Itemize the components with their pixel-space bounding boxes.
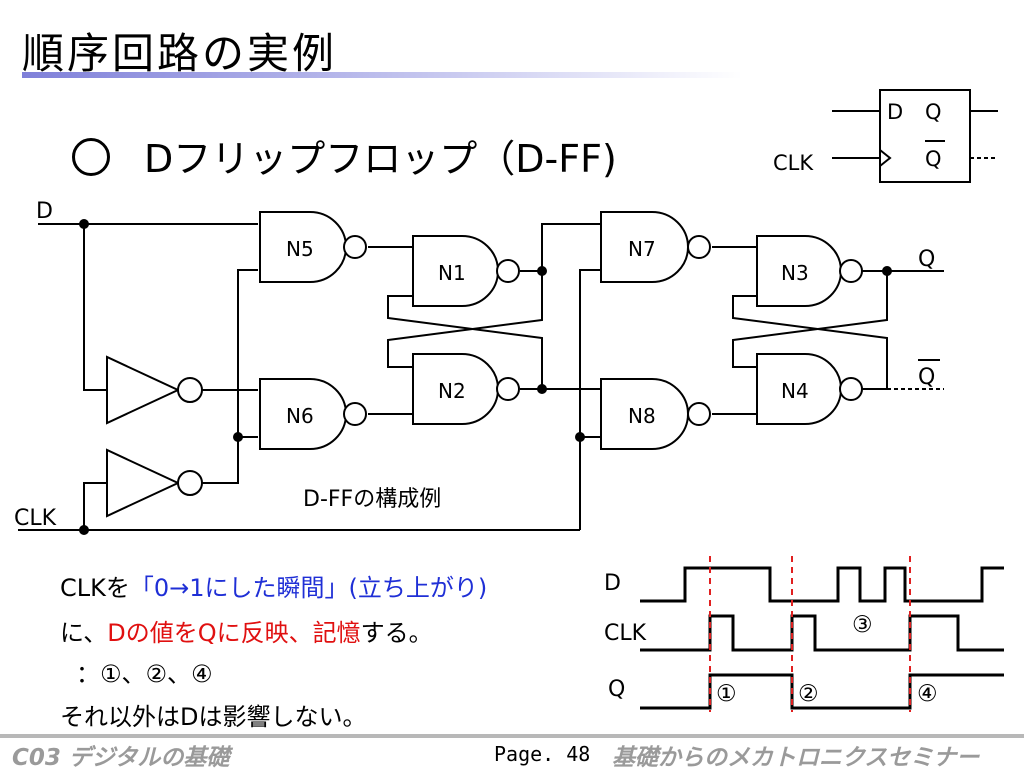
explanation-line-2-c: する。: [360, 619, 433, 647]
footer-course: C03 デジタルの基礎: [12, 745, 230, 771]
circuit-output-qbar: Q: [918, 365, 935, 390]
explanation-line-1-b: 「0→1にした瞬間」(立ち上がり): [129, 574, 488, 602]
timing-marker-3: ③: [852, 612, 873, 638]
gate-label-n1: N1: [438, 261, 466, 285]
timing-wave-d: [640, 566, 1004, 603]
symbol-d-label: D: [887, 100, 903, 124]
inverter-d: [106, 355, 203, 425]
circuit-caption: D-FFの構成例: [303, 487, 441, 512]
title-underline: [22, 72, 742, 78]
footer-divider: [0, 734, 1024, 738]
explanation-line-3: ：①、②、④: [76, 660, 213, 688]
circuit-input-d: D: [36, 199, 53, 224]
nand-gate-n1: [412, 235, 520, 307]
nand-gate-n3: [756, 235, 863, 307]
symbol-clk-label: CLK: [773, 151, 814, 175]
explanation-line-2: に、Dの値をQに反映、記憶する。: [60, 613, 433, 648]
explanation-line-1-a: CLKを: [60, 574, 130, 602]
gate-label-n2: N2: [438, 379, 466, 403]
gate-label-n8: N8: [628, 404, 656, 428]
timing-chart: D CLK Q ① ② ③ ④: [604, 556, 1004, 712]
circuit-wiring: [18, 219, 944, 535]
explanation-line-2-a: に、: [60, 619, 108, 647]
timing-marker-2: ②: [798, 681, 819, 707]
nand-gate-n6: [259, 378, 367, 450]
section-heading: Dフリップフロップ（D-FF): [72, 128, 617, 183]
heading-text: Dフリップフロップ（D-FF): [144, 137, 617, 181]
explanation-line-2-b: Dの値をQに反映、記憶: [107, 619, 361, 647]
explanation-line-4: それ以外はDは影響しない。: [60, 703, 367, 731]
dff-symbol: [832, 89, 998, 183]
gate-label-n4: N4: [781, 379, 809, 403]
gate-label-n7: N7: [628, 237, 656, 261]
timing-label-d: D: [604, 571, 621, 596]
footer-page-number: Page. 48: [494, 742, 591, 766]
inverter-clk: [106, 448, 203, 518]
footer-series: 基礎からのメカトロニクスセミナー: [612, 745, 980, 771]
symbol-qbar-label: Q: [925, 147, 942, 171]
timing-wave-clk: [640, 614, 1004, 652]
circuit-output-q: Q: [918, 247, 935, 272]
nand-gate-n5: [259, 211, 367, 283]
nand-gate-n7: [600, 211, 711, 283]
slide-title: 順序回路の実例: [22, 29, 338, 78]
timing-marker-4: ④: [917, 681, 938, 707]
nand-gate-n8: [600, 378, 711, 450]
symbol-q-label: Q: [925, 100, 942, 124]
timing-label-clk: CLK: [604, 621, 647, 646]
circuit-input-clk: CLK: [14, 506, 57, 531]
timing-marker-1: ①: [716, 681, 737, 707]
gate-label-n5: N5: [286, 237, 314, 261]
timing-wave-q: [640, 673, 1004, 710]
nand-gate-n4: [756, 353, 863, 425]
gate-label-n3: N3: [781, 261, 809, 285]
timing-label-q: Q: [608, 677, 625, 702]
circle-outline-icon: [72, 138, 110, 176]
explanation-line-1: CLKを「0→1にした瞬間」(立ち上がり): [60, 568, 487, 603]
gate-label-n6: N6: [286, 404, 314, 428]
nand-gate-n2: [412, 353, 520, 425]
